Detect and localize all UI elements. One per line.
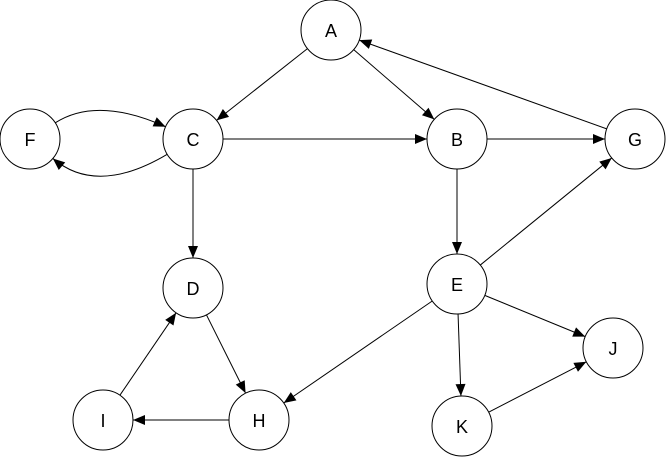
node-circle xyxy=(604,108,666,170)
node-label: B xyxy=(451,130,463,150)
node-circle xyxy=(228,389,290,451)
arrowhead xyxy=(235,380,246,394)
node-j: J xyxy=(582,317,644,379)
edge-line xyxy=(52,153,168,177)
node-circle xyxy=(72,389,134,451)
node-label: F xyxy=(25,130,36,150)
node-circle xyxy=(0,108,61,170)
edge-e-to-k xyxy=(455,313,466,397)
edge-g-to-a xyxy=(359,39,607,130)
edge-line xyxy=(216,48,308,121)
arrowhead xyxy=(452,242,462,254)
arrowhead xyxy=(593,134,605,144)
edge-line xyxy=(119,312,177,396)
node-circle xyxy=(426,253,488,315)
arrowhead xyxy=(188,246,198,258)
arrowhead xyxy=(421,107,435,120)
node-label: C xyxy=(187,130,200,150)
edge-line xyxy=(484,294,586,338)
arrowhead xyxy=(573,361,587,372)
edge-line xyxy=(205,314,247,394)
edge-f-to-c xyxy=(54,109,166,128)
node-circle xyxy=(582,317,644,379)
node-g: G xyxy=(604,108,666,170)
node-i: I xyxy=(72,389,134,451)
edge-e-to-h xyxy=(283,300,433,404)
node-label: I xyxy=(100,411,105,431)
edge-c-to-d xyxy=(188,169,198,258)
node-k: K xyxy=(431,395,493,457)
node-c: C xyxy=(162,108,224,170)
edge-line xyxy=(488,361,587,413)
arrowhead xyxy=(216,109,230,121)
node-circle xyxy=(426,108,488,170)
arrowhead xyxy=(165,312,177,326)
node-label: E xyxy=(451,275,463,295)
edge-i-to-d xyxy=(119,312,177,396)
arrowhead xyxy=(455,383,466,397)
edge-b-to-e xyxy=(452,169,462,254)
node-label: J xyxy=(609,339,618,359)
node-b: B xyxy=(426,108,488,170)
node-h: H xyxy=(228,389,290,451)
edge-c-to-f xyxy=(52,153,168,177)
edge-e-to-g xyxy=(479,157,613,266)
edge-b-to-g xyxy=(487,134,605,144)
arrowhead xyxy=(359,39,373,49)
edge-h-to-i xyxy=(133,415,229,425)
arrowhead xyxy=(572,327,586,337)
node-label: K xyxy=(456,417,468,437)
edge-line xyxy=(359,39,607,130)
node-e: E xyxy=(426,253,488,315)
edge-d-to-h xyxy=(205,314,247,394)
edge-e-to-j xyxy=(484,294,586,338)
node-f: F xyxy=(0,108,61,170)
edge-line xyxy=(353,49,435,120)
edges-layer xyxy=(52,39,613,425)
node-a: A xyxy=(300,0,362,61)
node-d: D xyxy=(162,257,224,319)
edge-c-to-b xyxy=(223,134,427,144)
edge-line xyxy=(283,300,433,404)
edge-a-to-b xyxy=(353,49,435,120)
node-label: A xyxy=(325,21,337,41)
node-circle xyxy=(162,108,224,170)
node-circle xyxy=(300,0,362,61)
arrowhead xyxy=(415,134,427,144)
arrowhead xyxy=(52,158,66,171)
node-circle xyxy=(162,257,224,319)
node-label: D xyxy=(187,279,200,299)
edge-line xyxy=(54,109,166,128)
edge-a-to-c xyxy=(216,48,308,121)
edge-k-to-j xyxy=(488,361,587,413)
edge-line xyxy=(457,313,462,397)
arrowhead xyxy=(133,415,145,425)
arrowhead xyxy=(283,392,297,404)
node-label: H xyxy=(253,411,266,431)
arrowhead xyxy=(599,157,612,170)
node-circle xyxy=(431,395,493,457)
node-label: G xyxy=(628,130,642,150)
edge-line xyxy=(479,157,613,266)
arrowhead xyxy=(152,117,166,127)
